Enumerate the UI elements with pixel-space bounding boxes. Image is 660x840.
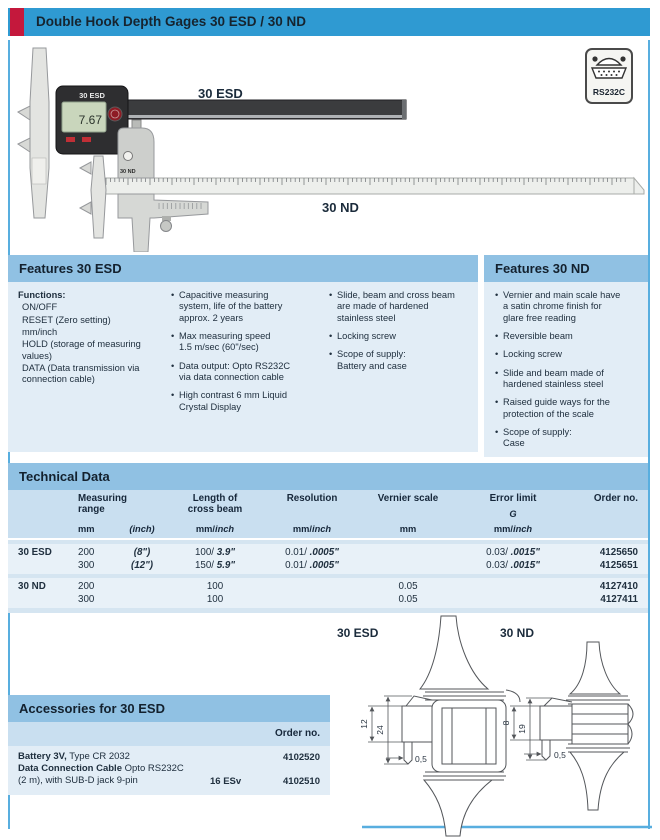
table-row: 30 ND 200 100 0.05 4127410 (18, 581, 638, 592)
esd-dim-outer: 24 (375, 725, 385, 735)
feature-bullet: Slide and beam made of hardened stainles… (494, 368, 642, 391)
features-esd-panel: Features 30 ESD Functions: ON/OFF RESET … (8, 255, 478, 452)
features-esd-heading: Features 30 ESD (8, 255, 478, 282)
nd-rows-band: 30 ND 200 100 0.05 4127410 300 100 0.05 (8, 578, 648, 608)
feature-bullet: Locking screw (328, 331, 478, 343)
accessory-order-no: 4102510 (283, 775, 320, 787)
accessories-order-col-header: Order no. (8, 722, 330, 746)
esd-lcd-value: 7.67 (79, 113, 103, 127)
technical-data-heading: Technical Data (8, 463, 648, 490)
nd-dim-tip: 0,5 (554, 750, 566, 760)
feature-bullet: Vernier and main scale have a satin chro… (494, 290, 642, 324)
accessory-code: 16 ESv (210, 775, 242, 787)
feature-bullet: Data output: Opto RS232C via data connec… (170, 361, 328, 384)
function-item: ON/OFF (22, 302, 58, 313)
technical-table-header: Measuring range mm (inch) Length of cros… (8, 490, 648, 538)
esd-digital-unit: 30 ESD 7.67 (55, 85, 129, 155)
accessory-row: Data Connection Cable Opto RS232C (2 m),… (18, 762, 320, 787)
feature-bullet: Scope of supply: Battery and case (328, 349, 478, 372)
accessory-row: Battery 3V, Type CR 2032 4102520 (18, 751, 320, 763)
feature-bullet: Slide, beam and cross beam are made of h… (328, 290, 478, 324)
feature-bullet: High contrast 6 mm Liquid Crystal Displa… (170, 390, 328, 413)
page-title: Double Hook Depth Gages 30 ESD / 30 ND (36, 14, 307, 29)
page-border-right (648, 40, 650, 829)
page-header: Double Hook Depth Gages 30 ESD / 30 ND (8, 8, 650, 36)
col-vernier-scale: Vernier scale mm (377, 493, 439, 534)
esd-lcd-display (61, 101, 107, 133)
esd-beam (127, 99, 407, 120)
feature-bullet: Scope of supply: Case (494, 427, 642, 450)
col-measuring-range: Measuring range mm (inch) (78, 493, 155, 534)
function-item: RESET (Zero setting) (22, 314, 111, 325)
rs232c-badge: RS232C (585, 48, 633, 104)
col-order-no: Order no. (593, 493, 638, 504)
brand-logo-icon (107, 106, 123, 122)
features-esd-column-3: Slide, beam and cross beam are made of h… (328, 290, 478, 420)
nd-drawing-label: 30 ND (500, 626, 534, 640)
nd-caption: 30 ND (322, 200, 359, 215)
esd-button (82, 137, 91, 142)
feature-bullet: Capacitive measuring system, life of the… (170, 290, 328, 324)
features-esd-column-2: Capacitive measuring system, life of the… (170, 290, 328, 420)
accessory-order-no: 4102520 (283, 751, 320, 763)
table-row: 300 100 0.05 4127411 (78, 594, 638, 605)
feature-bullet: Locking screw (494, 349, 642, 361)
nd-dim-outer: 19 (517, 724, 527, 734)
nd-dim-inner: 8 (501, 720, 511, 725)
rs232c-connector-icon (590, 56, 628, 79)
esd-caption: 30 ESD (198, 86, 243, 101)
esd-dim-inner: 12 (359, 719, 369, 729)
feature-bullet: Raised guide ways for the protection of … (494, 397, 642, 420)
features-esd-functions-column: Functions: ON/OFF RESET (Zero setting) m… (18, 290, 170, 420)
esd-drawing-label: 30 ESD (337, 626, 379, 640)
nd-knob (160, 220, 172, 232)
product-illustration: 30 ESD 7.67 30 ESD 30 ND (17, 47, 645, 252)
red-accent-tab (10, 8, 24, 36)
nd-unit-model-label: 30 ND (120, 169, 136, 175)
accessories-list: Battery 3V, Type CR 2032 4102520 Data Co… (8, 746, 330, 795)
feature-bullet: Max measuring speed 1.5 m/sec (60"/sec) (170, 331, 328, 354)
col-resolution: Resolution mm/inch (286, 493, 338, 534)
function-item: mm/inch (22, 326, 58, 337)
features-nd-panel: Features 30 ND Vernier and main scale ha… (484, 255, 648, 457)
table-row: 300 (12") 150/ 5.9" 0.01/ .0005" 0.03/ .… (78, 560, 638, 571)
nd-ruler-beam (99, 176, 645, 195)
col-error-limit: Error limit G mm/inch (489, 493, 537, 534)
function-item: DATA (Data transmission via connection c… (22, 362, 140, 385)
features-nd-heading: Features 30 ND (484, 255, 648, 282)
esd-hook-blade (17, 47, 50, 219)
technical-table-body: 30 ESD 200 (8") 100/ 3.9" 0.01/ .0005" 0… (8, 538, 648, 613)
rs232c-badge-label: RS232C (592, 87, 626, 97)
esd-unit-model-label: 30 ESD (79, 91, 105, 100)
esd-dim-tip: 0,5 (415, 754, 427, 764)
nd-hook-blade (78, 155, 107, 239)
esd-button (66, 137, 75, 142)
table-row: 30 ESD 200 (8") 100/ 3.9" 0.01/ .0005" 0… (18, 547, 638, 558)
nd-vernier-scale (158, 203, 204, 209)
accessories-heading: Accessories for 30 ESD (8, 695, 330, 722)
dimension-drawings: 30 ESD 12 24 0,5 30 ND (337, 615, 652, 837)
esd-rows-band: 30 ESD 200 (8") 100/ 3.9" 0.01/ .0005" 0… (8, 544, 648, 574)
esd-dimension-drawing: 30 ESD 12 24 0,5 (337, 615, 521, 837)
col-length-cross-beam: Length of cross beam mm/inch (187, 493, 243, 534)
feature-bullet: Reversible beam (494, 331, 642, 343)
nd-slide: 30 ND (117, 119, 209, 252)
accessories-panel: Accessories for 30 ESD Order no. Battery… (8, 695, 330, 795)
functions-heading: Functions: (18, 290, 66, 300)
function-item: HOLD (storage of measuring values) (22, 339, 141, 361)
technical-data-panel: Technical Data Measuring range mm (inch)… (8, 463, 648, 613)
nd-dimension-drawing: 30 ND 8 19 0,5 (500, 626, 634, 811)
